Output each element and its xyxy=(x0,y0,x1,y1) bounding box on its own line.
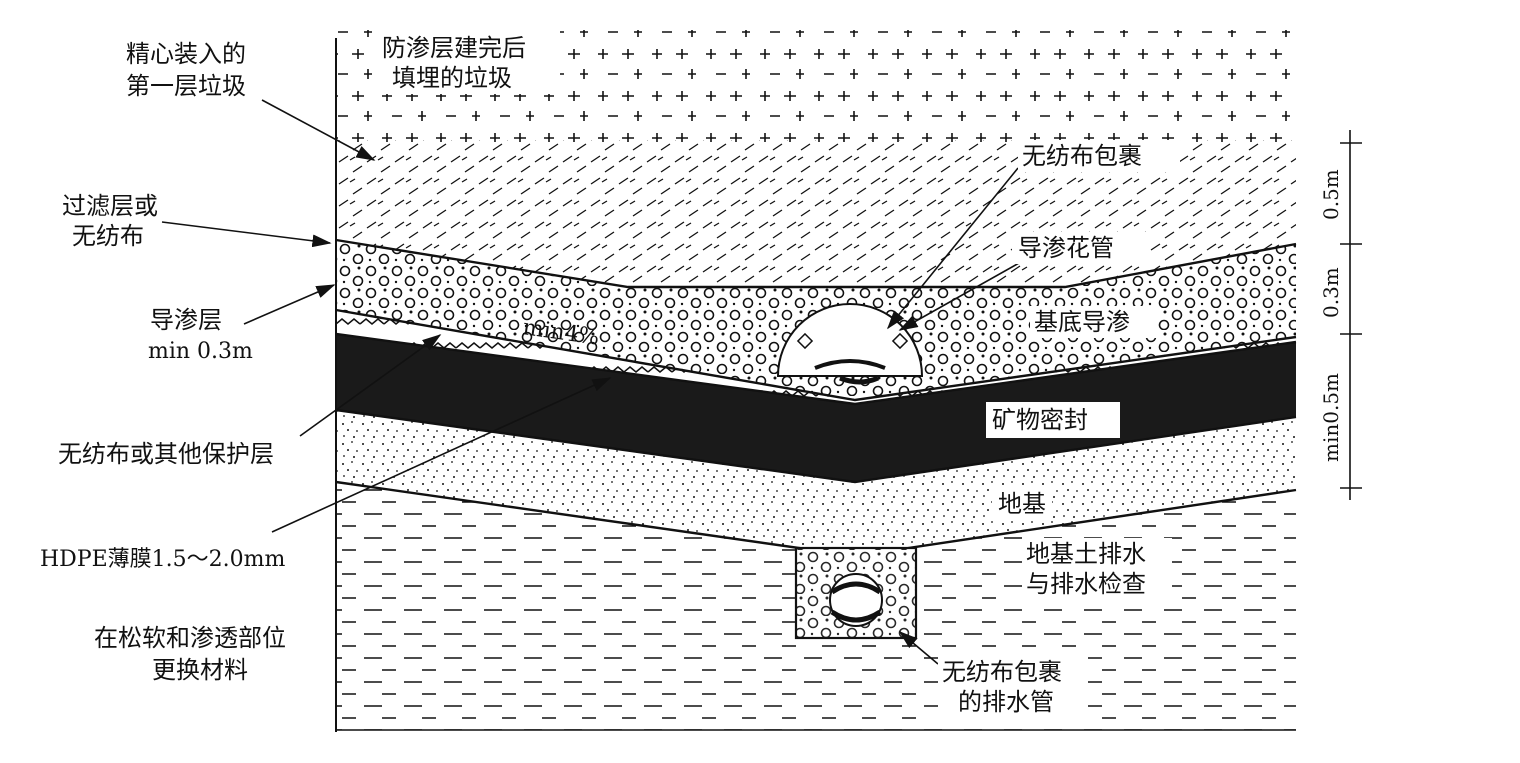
foundation-layer xyxy=(336,410,1296,556)
label-soil-drain-1: 地基土排水 xyxy=(1026,540,1146,568)
label-top-waste-2: 填埋的垃圾 xyxy=(392,64,512,92)
label-drain-pipe-1: 无纺布包裹 xyxy=(942,658,1062,686)
dimension-line xyxy=(1340,130,1362,500)
wrap-label-bg xyxy=(1018,140,1180,172)
pipe-label-bg xyxy=(1012,232,1150,264)
label-wrap: 无纺布包裹 xyxy=(1022,142,1142,170)
label-drain-pipe-2: 的排水管 xyxy=(958,688,1054,716)
base-drain-label-bg xyxy=(1030,306,1158,338)
mineral-seal-layer xyxy=(336,334,1296,482)
foundation-label-bg xyxy=(992,486,1052,518)
label-top-waste-1: 防渗层建完后 xyxy=(382,34,526,62)
drain-pipe-label-bg xyxy=(938,656,1088,720)
label-soil-drain-2: 与排水检查 xyxy=(1026,570,1146,598)
dimension-0-3m: 0.3m xyxy=(1319,267,1343,318)
seal-label-bg xyxy=(986,402,1120,438)
perforated-drain-pipe xyxy=(776,303,924,385)
label-replace-2: 更换材料 xyxy=(152,656,248,684)
label-first-layer-1: 精心装入的 xyxy=(126,40,246,68)
soil-drain-label-bg xyxy=(1022,538,1172,602)
label-drain-layer-2: min 0.3m xyxy=(148,339,253,364)
dimension-min-0-5m: min0.5m xyxy=(1319,373,1343,462)
label-base-drain: 基底导渗 xyxy=(1034,308,1130,336)
label-hdpe: HDPE薄膜1.5～2.0mm xyxy=(40,547,286,572)
label-protect: 无纺布或其他保护层 xyxy=(58,440,274,468)
protective-layer xyxy=(336,310,1296,404)
label-filter-2: 无纺布 xyxy=(72,222,144,250)
label-drain-layer-1: 导渗层 xyxy=(150,306,222,334)
label-seal: 矿物密封 xyxy=(992,406,1088,434)
top-waste-label-bg xyxy=(378,28,560,94)
label-foundation: 地基 xyxy=(998,490,1046,518)
label-first-layer-2: 第一层垃圾 xyxy=(126,72,246,100)
label-replace-1: 在松软和渗透部位 xyxy=(94,624,286,652)
leader-arrows xyxy=(161,99,1029,665)
label-filter-1: 过滤层或 xyxy=(62,192,158,220)
drain-trench xyxy=(794,546,918,640)
layer-boundaries xyxy=(335,238,1297,558)
dimension-0-5m: 0.5m xyxy=(1319,169,1343,220)
label-pipe: 导渗花管 xyxy=(1018,234,1114,262)
